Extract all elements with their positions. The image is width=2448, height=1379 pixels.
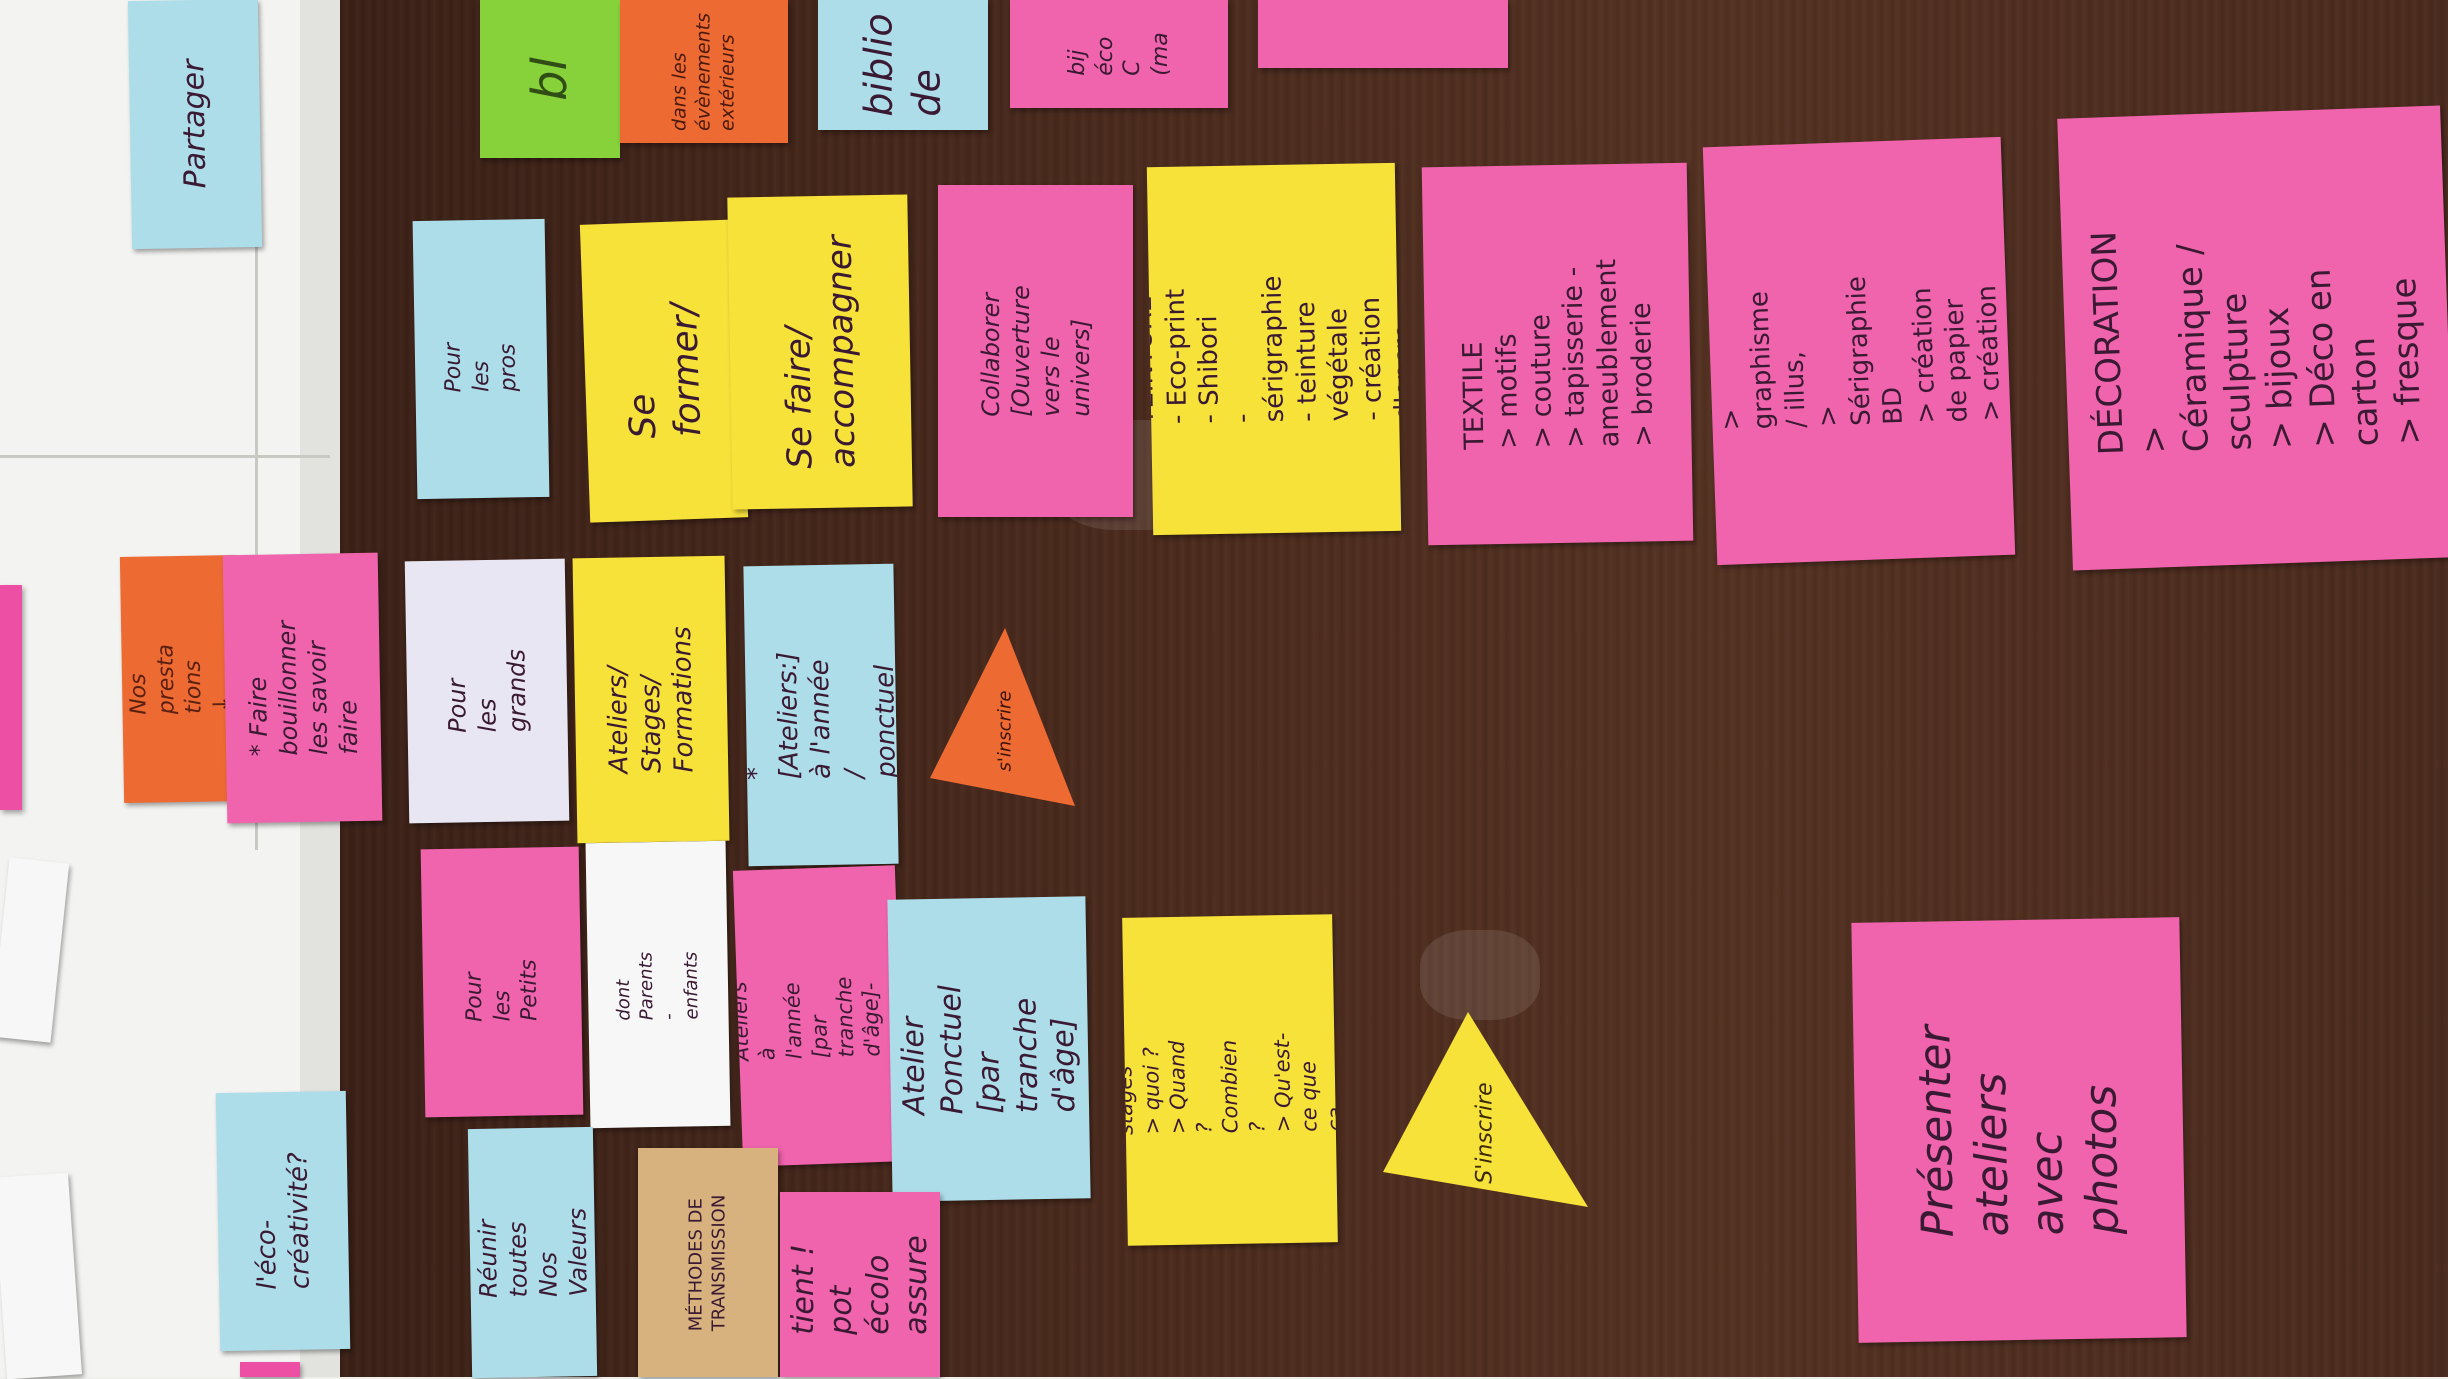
- sticky-note-teinture: TEINTURE - Eco-print - Shibori - sérigra…: [1146, 162, 1402, 536]
- cabinet-seam: [0, 455, 330, 458]
- sticky-note-decoration: DÉCORATION > Céramique / sculpture > bij…: [2057, 105, 2448, 571]
- sticky-note-se-faire-accompagner: Se faire/ accompagner: [727, 194, 913, 510]
- sticky-note-faire-bouillonner: * Faire bouillonner les savoir faire: [222, 552, 383, 824]
- sticky-note-eco-creativite: l'éco- créativité?: [215, 1090, 351, 1352]
- sticky-note-ateliers-annee-ponctuel: *[Ateliers:] à l'année / ponctuel: [743, 563, 899, 867]
- sticky-note-partager: Partager: [127, 0, 263, 250]
- sticky-note-ateliers-stages-quoi: Ateliers & stages > quoi ? > Quand ? Com…: [1122, 914, 1338, 1246]
- sticky-note-creation-visuelle: CREATION VISUELLE & Papier > graphisme /…: [1702, 136, 2016, 566]
- sticky-note-pour-les-pros: Pour les pros: [412, 218, 550, 500]
- sticky-note-nos-prestations: Nos presta tions ↓: [119, 555, 241, 803]
- cabinet-seam: [255, 0, 258, 850]
- triangle-shape: [930, 628, 1075, 806]
- sticky-note-ateliers-stages-formations: Ateliers/ Stages/ Formations: [572, 555, 730, 844]
- sticky-note-se-former: Se former/: [579, 219, 749, 523]
- sticky-note-bl: bl: [480, 0, 620, 158]
- sticky-note-bijoux: bij éco C (ma: [1010, 0, 1228, 108]
- sticky-note-edge: [0, 585, 22, 810]
- paper-sheet: [0, 1172, 82, 1379]
- triangle-sinscrire-yellow: S'inscrire: [1383, 1012, 1595, 1207]
- sticky-note-textile: TEXTILE > motifs > couture > tapisserie …: [1421, 162, 1694, 546]
- sticky-note-top-pink: [1258, 0, 1508, 68]
- sticky-note-atelier-ponctuel: Atelier Ponctuel [par tranche d'âge]: [887, 896, 1091, 1202]
- sticky-note-reunir-valeurs: Réunir toutes Nos Valeurs: [467, 1126, 598, 1379]
- board-glare: [1420, 930, 1540, 1020]
- sticky-note-ateliers-annee-tranche: Ateliers à l'année [par tranche d'âge]-b…: [732, 865, 906, 1167]
- sticky-note-collaborer: Collaborer [Ouverture vers le univers]: [938, 185, 1133, 517]
- sticky-note-pour-les-grands: Pour les grands: [404, 558, 570, 824]
- sticky-note-presenter-ateliers: Présenter ateliers avec photos: [1851, 917, 2187, 1343]
- triangle-sinscrire-orange: s'inscrire: [930, 628, 1080, 806]
- sticky-note-parents-enfants: dont Parents - enfants: [585, 840, 731, 1129]
- sticky-note-tient-pot-ecolo: tient ! pot écolo assure: [780, 1192, 940, 1377]
- sticky-note-methodes-transmission: MÉTHODES DE TRANSMISSION: [638, 1148, 778, 1377]
- sticky-note-edge: [240, 1362, 300, 1377]
- sticky-note-biblio: biblio de: [818, 0, 988, 130]
- sticky-note-evenements: dans les évènements extérieurs: [620, 0, 788, 143]
- triangle-shape: [1383, 1012, 1588, 1207]
- sticky-note-pour-les-petits: Pour les Petits: [420, 846, 584, 1118]
